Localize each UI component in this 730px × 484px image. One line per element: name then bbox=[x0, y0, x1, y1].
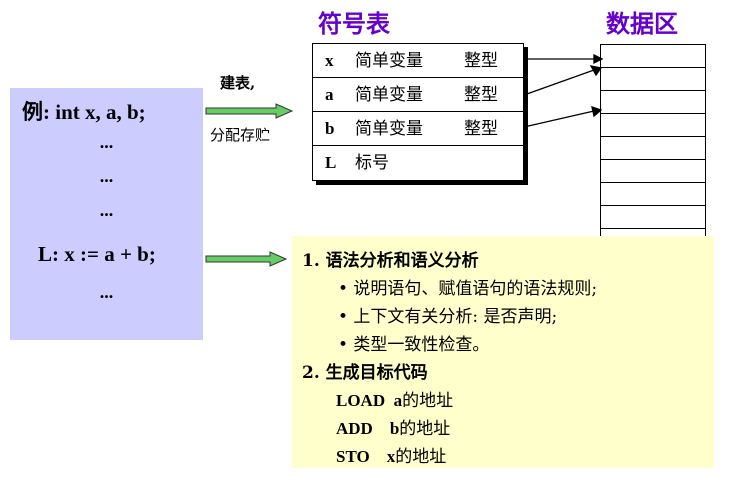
target-code-op: LOAD a bbox=[336, 391, 403, 410]
pointer-a bbox=[523, 65, 603, 96]
analysis-item-2: 2. 生成目标代码 bbox=[302, 363, 428, 383]
target-code-line: STO x的地址 bbox=[336, 442, 446, 467]
symbol-row-a: a 简单变量 整型 bbox=[313, 78, 523, 112]
target-code-rest: 的地址 bbox=[399, 419, 451, 439]
symbol-kind: 简单变量 bbox=[355, 85, 423, 105]
data-area bbox=[600, 44, 706, 250]
ellipsis-line: ... bbox=[99, 132, 114, 152]
target-code-op: ADD b bbox=[336, 419, 400, 438]
data-cell bbox=[601, 159, 705, 160]
target-code-op: STO x bbox=[336, 447, 396, 466]
symbol-row-x: x 简单变量 整型 bbox=[313, 44, 523, 78]
data-cell bbox=[601, 136, 705, 137]
target-code-rest: 的地址 bbox=[402, 391, 454, 411]
symbol-name: L bbox=[325, 153, 337, 172]
symbol-type: 整型 bbox=[464, 119, 498, 139]
allocate-storage-label: 分配存贮 bbox=[210, 126, 271, 144]
symbol-name: x bbox=[325, 51, 334, 70]
analysis-bullet: • 类型一致性检查。 bbox=[338, 335, 490, 355]
target-code-line: ADD b的地址 bbox=[336, 414, 450, 439]
ellipsis-line: ... bbox=[99, 200, 114, 220]
data-cell bbox=[601, 90, 705, 91]
analysis-item-1: 1. 语法分析和语义分析 bbox=[302, 251, 479, 271]
symbol-kind: 简单变量 bbox=[355, 51, 423, 71]
data-cell bbox=[601, 228, 705, 229]
symbol-row-L: L 标号 bbox=[313, 146, 523, 180]
arrow-to-analysis-box bbox=[205, 251, 288, 267]
symbol-name: a bbox=[325, 85, 334, 104]
symbol-table: x 简单变量 整型 a 简单变量 整型 b 简单变量 整型 L 标号 bbox=[312, 43, 524, 181]
data-cell bbox=[601, 67, 705, 68]
ellipsis-line: ... bbox=[99, 166, 114, 186]
build-table-label: 建表, bbox=[220, 74, 256, 92]
symbol-kind: 标号 bbox=[355, 153, 389, 173]
data-cell bbox=[601, 44, 705, 45]
analysis-box: 1. 语法分析和语义分析 • 说明语句、赋值语句的语法规则; • 上下文有关分析… bbox=[292, 236, 714, 468]
pointer-b bbox=[523, 106, 603, 128]
target-code-line: LOAD a的地址 bbox=[336, 386, 453, 411]
symbol-type: 整型 bbox=[464, 85, 498, 105]
assignment-line: L: x := a + b; bbox=[38, 242, 156, 266]
data-area-title: 数据区 bbox=[606, 9, 678, 38]
source-code-block: 例: int x, a, b; ... ... ... L: x := a + … bbox=[10, 88, 203, 340]
pointer-x bbox=[524, 53, 604, 65]
data-cell bbox=[601, 182, 705, 183]
ellipsis-line: ... bbox=[99, 282, 114, 302]
analysis-bullet: • 说明语句、赋值语句的语法规则; bbox=[338, 279, 598, 299]
symbol-type: 整型 bbox=[464, 51, 498, 71]
symbol-row-b: b 简单变量 整型 bbox=[313, 112, 523, 146]
symbol-table-title: 符号表 bbox=[318, 9, 390, 38]
declaration-line: 例: int x, a, b; bbox=[22, 100, 146, 124]
analysis-bullet: • 上下文有关分析: 是否声明; bbox=[338, 307, 558, 327]
symbol-kind: 简单变量 bbox=[355, 119, 423, 139]
arrow-to-symbol-table bbox=[205, 103, 294, 119]
target-code-rest: 的地址 bbox=[395, 447, 447, 467]
symbol-name: b bbox=[325, 119, 335, 138]
data-cell bbox=[601, 113, 705, 114]
data-cell bbox=[601, 205, 705, 206]
